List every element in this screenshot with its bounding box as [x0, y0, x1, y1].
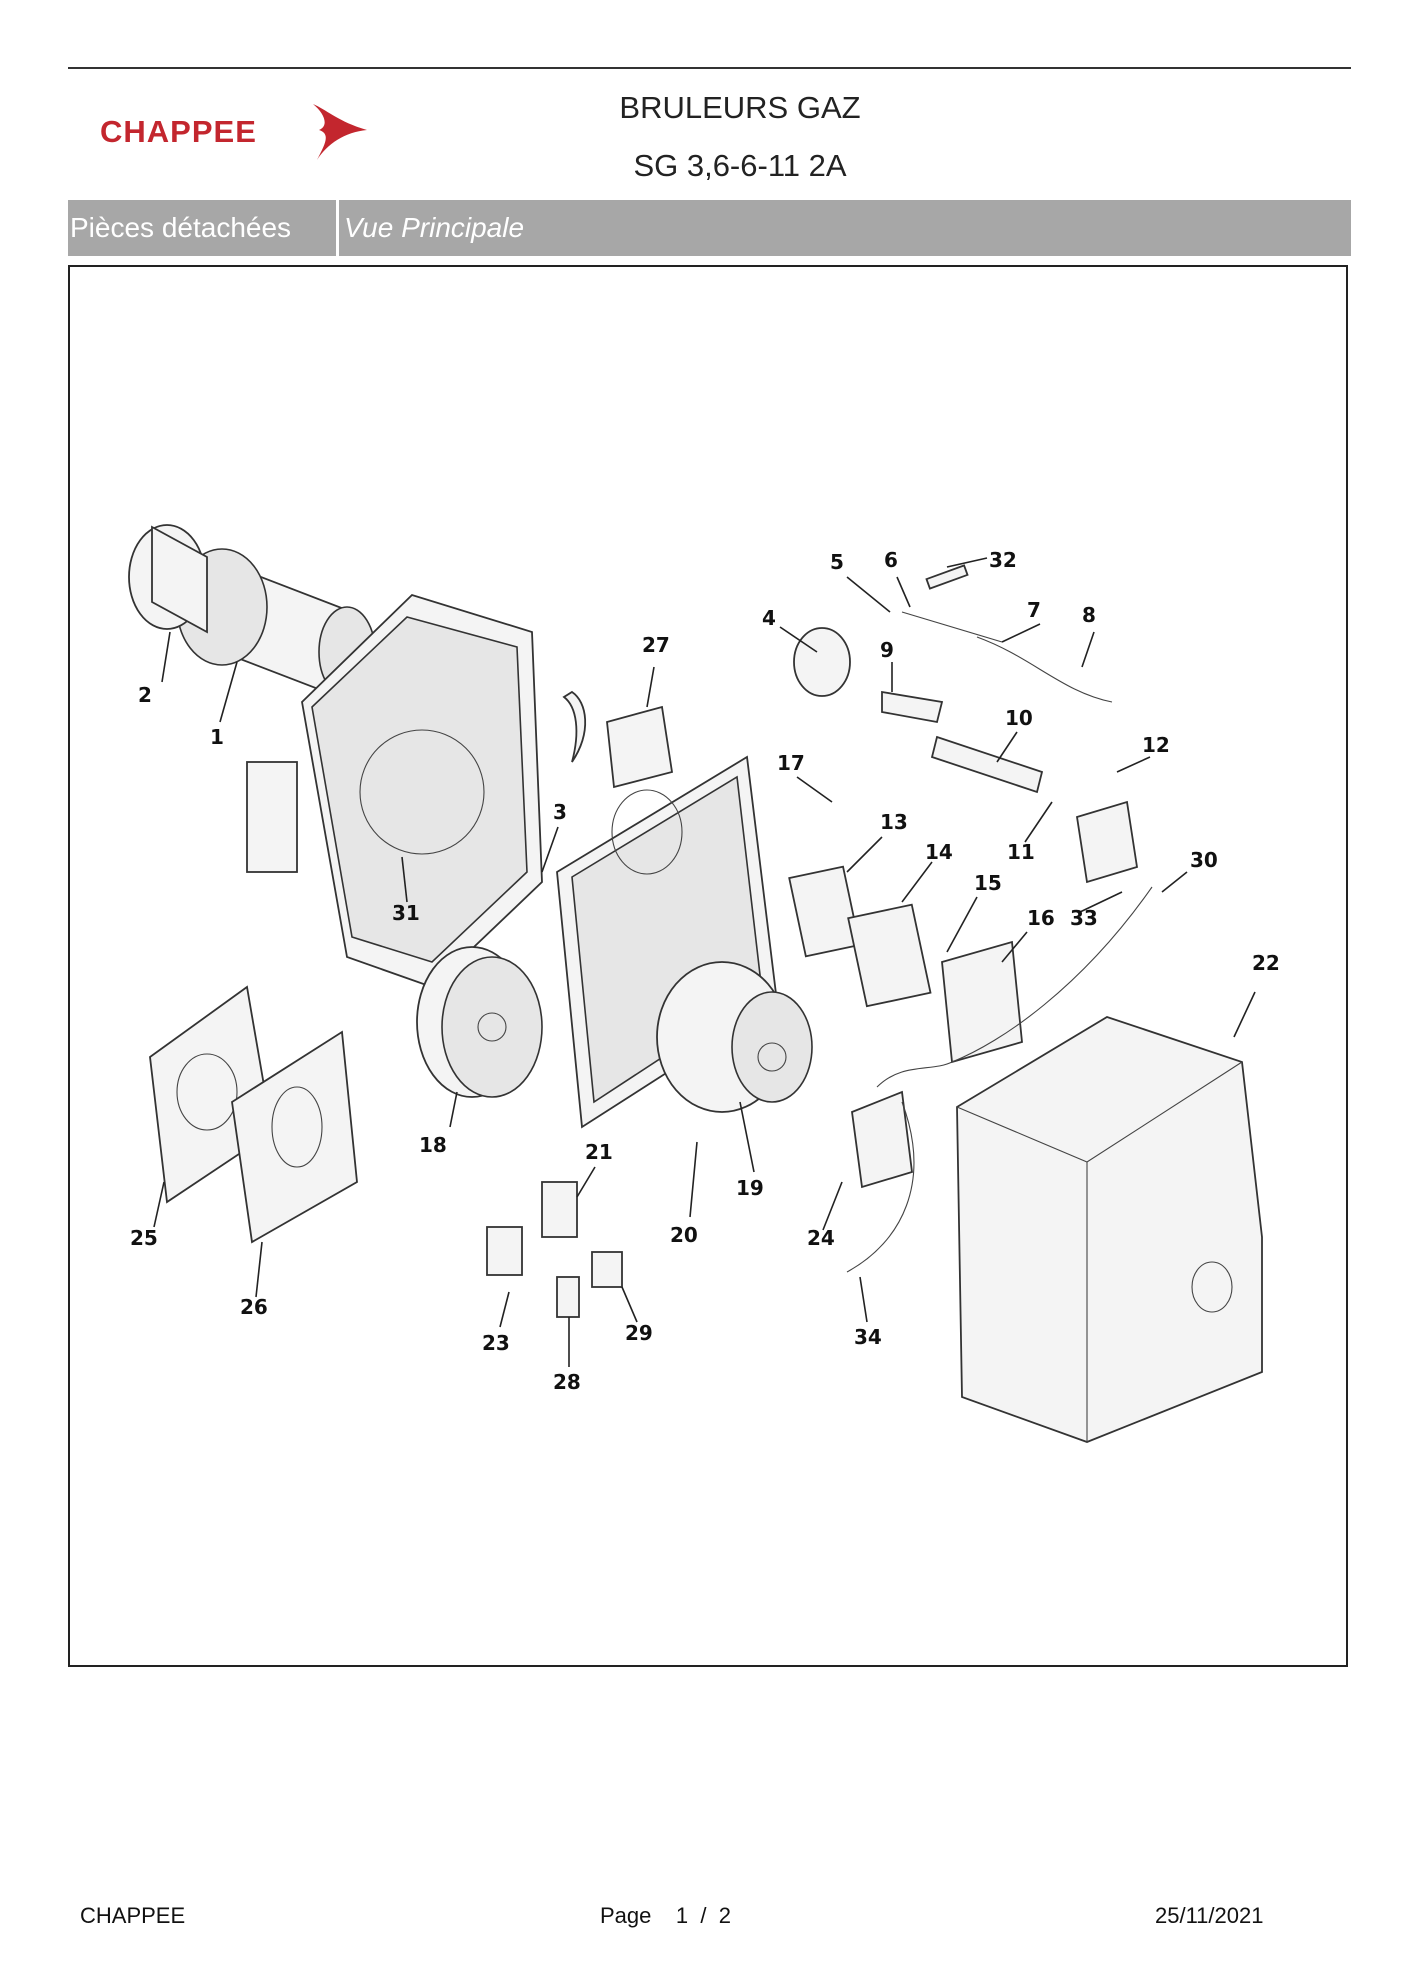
cover-part: [956, 1016, 1263, 1443]
connector-plate-part: [851, 1090, 913, 1189]
callout-26: 26: [240, 1295, 268, 1319]
callout-14: 14: [925, 840, 953, 864]
callout-6: 6: [884, 548, 898, 572]
callout-10: 10: [1005, 706, 1033, 730]
callout-32: 32: [989, 548, 1017, 572]
callout-33: 33: [1070, 906, 1098, 930]
page-separator: /: [700, 1903, 707, 1928]
footer-date: 25/11/2021: [1155, 1903, 1264, 1928]
callout-15: 15: [974, 871, 1002, 895]
cable-part: [876, 886, 1153, 1088]
footer-company: CHAPPEE: [80, 1903, 186, 1928]
section-view: Vue Principale: [344, 212, 525, 243]
section-bar: Pièces détachées Vue Principale: [68, 200, 1351, 256]
callout-28: 28: [553, 1370, 581, 1394]
callout-4: 4: [762, 606, 776, 630]
connector-29-part: [591, 1251, 623, 1288]
ignition-tube-part: [930, 735, 1044, 794]
section-label: Pièces détachées: [70, 212, 292, 243]
burner-tube-part: [128, 524, 376, 704]
control-box-part: [788, 865, 861, 958]
logo-text: CHAPPEE: [100, 114, 257, 149]
callout-1: 1: [210, 725, 224, 749]
callout-23: 23: [482, 1331, 510, 1355]
page-subtitle: SG 3,6-6-11 2A: [633, 148, 847, 183]
connector-23-part: [486, 1226, 523, 1276]
callout-22: 22: [1252, 951, 1280, 975]
footer-page: Page 1 / 2: [600, 1903, 731, 1929]
gasket-part: [149, 985, 358, 1244]
callout-20: 20: [670, 1223, 698, 1247]
connector-21-part: [541, 1181, 578, 1238]
callout-11: 11: [1007, 840, 1035, 864]
callout-30: 30: [1190, 848, 1218, 872]
gas-valve-part: [1075, 800, 1139, 884]
callout-3: 3: [553, 800, 567, 824]
callout-8: 8: [1082, 603, 1096, 627]
callout-13: 13: [880, 810, 908, 834]
callout-25: 25: [130, 1226, 158, 1250]
relay-box-part: [606, 705, 674, 789]
page-total: 2: [718, 1903, 731, 1928]
connector-28-part: [556, 1276, 580, 1318]
callout-24: 24: [807, 1226, 835, 1250]
callout-34: 34: [854, 1325, 882, 1349]
page-title: BRULEURS GAZ: [619, 90, 861, 125]
callout-5: 5: [830, 550, 844, 574]
cable-34-part: [846, 1101, 915, 1273]
callout-21: 21: [585, 1140, 613, 1164]
transformer-part: [941, 940, 1023, 1064]
chappee-logo: CHAPPEE: [100, 100, 370, 170]
callout-17: 17: [777, 751, 805, 775]
page-label: Page: [600, 1903, 652, 1928]
callout-18: 18: [419, 1133, 447, 1157]
leader-lines: [153, 557, 1256, 1367]
callout-27: 27: [642, 633, 670, 657]
callout-7: 7: [1027, 598, 1041, 622]
clip-part: [562, 690, 587, 763]
exploded-view-drawing: 1 2 3 4 5 6 7 8 9 10 11 12 13 14 15 16 1…: [128, 524, 1280, 1443]
diagram-frame: 1 2 3 4 5 6 7 8 9 10 11 12 13 14 15 16 1…: [68, 265, 1348, 1667]
callout-9: 9: [880, 638, 894, 662]
housing-part: [246, 593, 543, 989]
logo-swoosh-icon: [313, 104, 367, 160]
callout-2: 2: [138, 683, 152, 707]
terminal-block-part: [847, 903, 932, 1008]
callout-19: 19: [736, 1176, 764, 1200]
fan-wheel-part: [416, 946, 543, 1098]
callout-12: 12: [1142, 733, 1170, 757]
section-divider: [336, 200, 339, 256]
motor-part: [656, 961, 813, 1113]
callout-16: 16: [1027, 906, 1055, 930]
callout-31: 31: [392, 901, 420, 925]
electrode-assembly-part: [793, 564, 1113, 724]
page-current: 1: [675, 1903, 689, 1928]
top-rule: [68, 67, 1351, 69]
callout-29: 29: [625, 1321, 653, 1345]
